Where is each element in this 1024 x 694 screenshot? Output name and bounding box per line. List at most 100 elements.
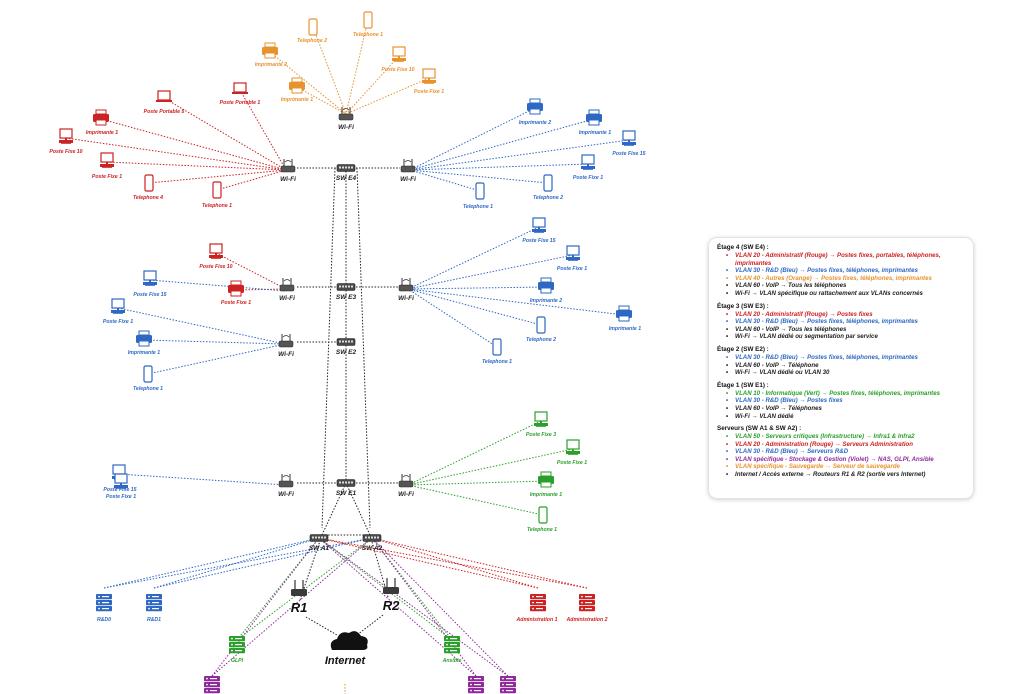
legend-item: VLAN 30 - R&D (Bleu) → Postes fixes, tél…	[717, 354, 965, 362]
pc-icon[interactable]	[534, 411, 548, 427]
legend-item: VLAN 30 - R&D (Bleu) → Postes fixes, tél…	[717, 318, 965, 326]
device-link	[407, 286, 547, 290]
device-label: Telephone 1	[202, 203, 232, 209]
device-link	[215, 252, 287, 290]
device-link	[409, 118, 595, 171]
phone-icon[interactable]	[143, 365, 153, 383]
printer-icon[interactable]	[262, 42, 278, 59]
phone-icon[interactable]	[538, 506, 548, 524]
legend-item: VLAN 30 - R&D (Bleu) → Postes fixes, tél…	[717, 267, 965, 275]
server-storage2-icon[interactable]	[500, 676, 516, 694]
backbone-link	[321, 482, 347, 536]
switch-a2[interactable]: SW A2	[362, 534, 383, 553]
pc-icon[interactable]	[111, 298, 125, 314]
wifi-e1-left[interactable]: Wi-Fi	[278, 474, 294, 498]
laptop-icon[interactable]	[232, 82, 248, 94]
server-rd1-icon[interactable]	[146, 594, 162, 612]
wifi-label: Wi-Fi	[398, 491, 414, 498]
wifi-e3-left[interactable]: Wi-Fi	[279, 278, 295, 302]
pc-icon[interactable]	[100, 152, 114, 168]
printer-icon[interactable]	[538, 277, 554, 294]
legend-item: Internet / Accès externe → Routeurs R1 &…	[717, 471, 965, 479]
server-rd0-icon[interactable]	[96, 594, 112, 612]
legend-item: Wi-Fi → VLAN dédié ou VLAN 30	[717, 369, 965, 377]
server-admin1-icon[interactable]	[530, 594, 546, 612]
wifi-label: Wi-Fi	[400, 176, 416, 183]
router-r2[interactable]: R2	[383, 578, 400, 613]
device-link	[407, 484, 544, 516]
wifi-e4-top[interactable]: Wi-Fi	[338, 107, 354, 131]
server-storage1-icon[interactable]	[468, 676, 484, 694]
phone-icon[interactable]	[363, 11, 373, 29]
wifi-e2[interactable]: Wi-Fi	[278, 334, 294, 358]
legend-section-title: Étage 2 (SW E2) :	[717, 345, 769, 353]
printer-icon[interactable]	[93, 109, 109, 126]
server-link	[371, 537, 539, 589]
device-label: Poste Fixe 15	[103, 487, 136, 493]
device-link	[407, 420, 542, 486]
phone-icon[interactable]	[536, 316, 546, 334]
pc-icon[interactable]	[392, 46, 406, 62]
printer-icon[interactable]	[136, 330, 152, 347]
wifi-e4-right[interactable]: Wi-Fi	[400, 159, 416, 183]
phone-icon[interactable]	[144, 174, 154, 192]
router-r1[interactable]: R1	[291, 580, 308, 615]
pc-icon[interactable]	[622, 130, 636, 146]
laptop-icon[interactable]	[156, 90, 172, 102]
switch-e1[interactable]: SW E1	[336, 479, 357, 498]
wifi-e3-right[interactable]: Wi-Fi	[398, 278, 414, 302]
device-label: Poste Fixe 1	[557, 266, 587, 272]
printer-icon[interactable]	[289, 77, 305, 94]
legend-item: VLAN 20 - Administration (Rouge) → Serve…	[717, 441, 965, 449]
device-label: Poste Fixe 15	[133, 292, 166, 298]
switch-a1[interactable]: SW A1	[309, 534, 330, 553]
server-admin2-icon[interactable]	[579, 594, 595, 612]
switch-label: SW E1	[336, 490, 357, 497]
phone-icon[interactable]	[308, 18, 318, 36]
wifi-e4-left[interactable]: Wi-Fi	[280, 159, 296, 183]
device-label: Poste Fixe 15	[522, 238, 555, 244]
phone-icon[interactable]	[492, 338, 502, 356]
pc-icon[interactable]	[581, 154, 595, 170]
pc-icon[interactable]	[209, 243, 223, 259]
pc-icon[interactable]	[59, 128, 73, 144]
device-link	[409, 163, 589, 171]
device-label: Poste Fixe 1	[106, 494, 136, 500]
printer-icon[interactable]	[538, 471, 554, 488]
legend-item: VLAN 60 - VoIP → Tous les téléphones	[717, 326, 965, 334]
device-link	[407, 480, 547, 486]
printer-icon[interactable]	[616, 305, 632, 322]
pc-icon[interactable]	[422, 68, 436, 84]
phone-icon[interactable]	[543, 174, 553, 192]
pc-icon[interactable]	[566, 245, 580, 261]
printer-icon[interactable]	[228, 280, 244, 297]
device-label: Poste Fixe 10	[199, 264, 232, 270]
server-nas-icon[interactable]	[204, 676, 220, 694]
device-link	[147, 343, 286, 375]
pc-icon[interactable]	[566, 439, 580, 455]
switch-e2[interactable]: SW E2	[336, 338, 357, 357]
pc-icon[interactable]	[532, 217, 546, 233]
device-label: Imprimante 2	[255, 62, 287, 68]
legend-section: Étage 2 (SW E2) :VLAN 30 - R&D (Bleu) → …	[717, 346, 965, 377]
printer-icon[interactable]	[586, 109, 602, 126]
wifi-e1-right[interactable]: Wi-Fi	[398, 474, 414, 498]
pc-icon[interactable]	[114, 473, 128, 489]
phone-icon[interactable]	[475, 182, 485, 200]
server-link	[318, 537, 539, 589]
phone-icon[interactable]	[212, 181, 222, 199]
server-label: Administration 2	[566, 617, 608, 623]
legend-item: Wi-Fi → VLAN dédié ou segmentation par s…	[717, 333, 965, 341]
switch-e3[interactable]: SW E3	[336, 283, 357, 302]
legend-section: Étage 3 (SW E3) :VLAN 20 - Administratif…	[717, 303, 965, 341]
switch-e4[interactable]: SW E4	[336, 164, 357, 183]
server-glpi-icon[interactable]	[229, 636, 245, 654]
device-label: Telephone 2	[526, 337, 556, 343]
printer-icon[interactable]	[527, 98, 543, 115]
router-label: R1	[291, 600, 308, 615]
device-label: Imprimante 1	[86, 130, 118, 136]
pc-icon[interactable]	[143, 270, 157, 286]
server-ansible-icon[interactable]	[444, 636, 460, 654]
device-label: Imprimante 2	[530, 298, 562, 304]
